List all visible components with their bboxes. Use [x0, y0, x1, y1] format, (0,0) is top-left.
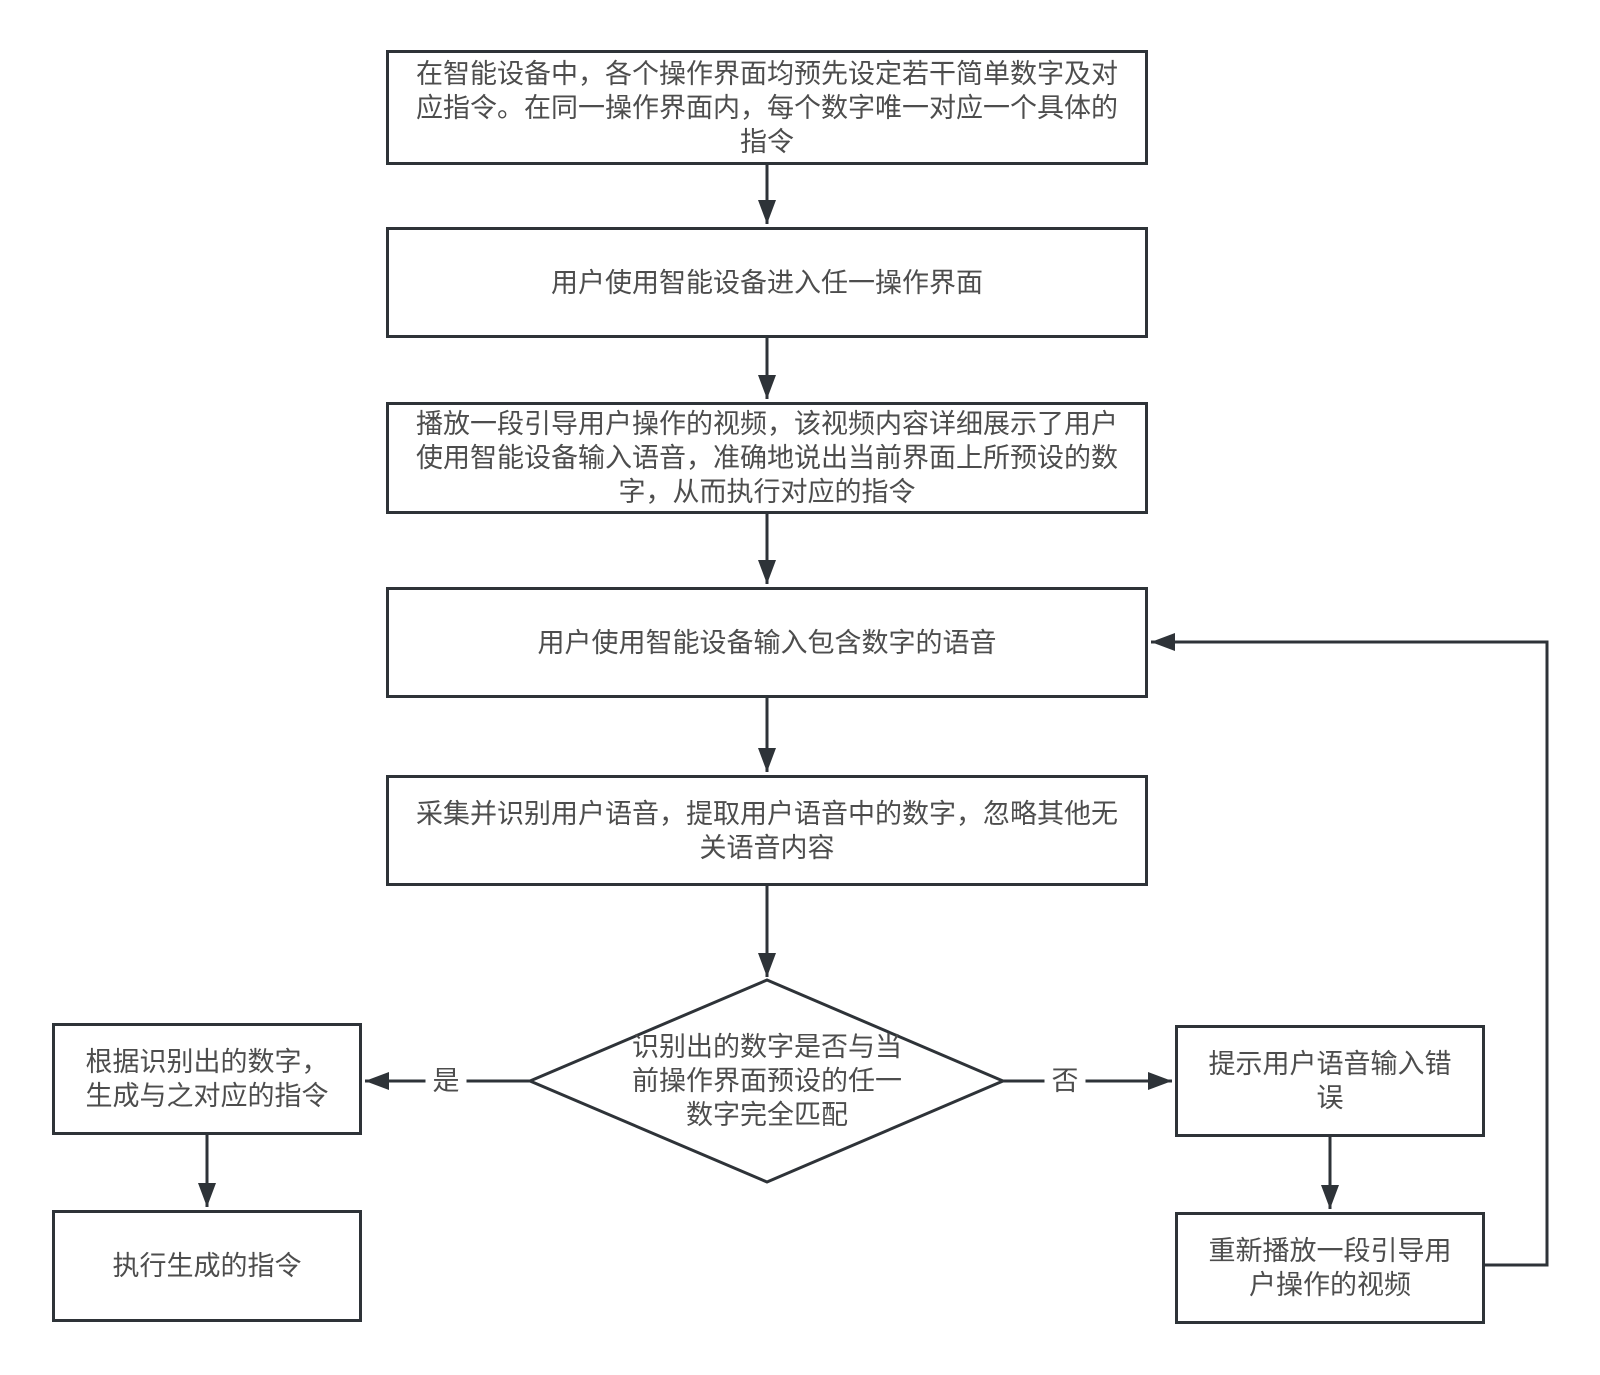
process-preset-numbers-label: 在智能设备中，各个操作界面均预先设定若干简单数字及对应指令。在同一操作界面内，每…: [416, 58, 1118, 157]
process-replay-guide-video: 重新播放一段引导用户操作的视频: [1175, 1212, 1485, 1324]
decision-diamond-shape: [526, 978, 1007, 1184]
decision-match-label: 识别出的数字是否与当前操作界面预设的任一数字完全匹配: [632, 1032, 902, 1130]
process-recognize-voice: 采集并识别用户语音，提取用户语音中的数字，忽略其他无关语音内容: [386, 775, 1148, 886]
process-replay-guide-video-label: 重新播放一段引导用户操作的视频: [1208, 1236, 1452, 1300]
process-enter-interface: 用户使用智能设备进入任一操作界面: [386, 227, 1148, 338]
process-execute-command-label: 执行生成的指令: [112, 1251, 302, 1281]
process-play-guide-video-label: 播放一段引导用户操作的视频，该视频内容详细展示了用户使用智能设备输入语音，准确地…: [416, 409, 1118, 507]
edge-label-yes: 是: [425, 1066, 467, 1096]
process-play-guide-video: 播放一段引导用户操作的视频，该视频内容详细展示了用户使用智能设备输入语音，准确地…: [386, 402, 1148, 514]
process-generate-command-label: 根据识别出的数字，生成与之对应的指令: [85, 1047, 329, 1111]
process-voice-input: 用户使用智能设备输入包含数字的语音: [386, 587, 1148, 698]
process-error-prompt-label: 提示用户语音输入错误: [1208, 1049, 1452, 1113]
process-enter-interface-label: 用户使用智能设备进入任一操作界面: [551, 267, 983, 298]
process-preset-numbers: 在智能设备中，各个操作界面均预先设定若干简单数字及对应指令。在同一操作界面内，每…: [386, 50, 1148, 165]
process-error-prompt: 提示用户语音输入错误: [1175, 1025, 1485, 1137]
edge-label-no: 否: [1044, 1066, 1086, 1096]
process-generate-command: 根据识别出的数字，生成与之对应的指令: [52, 1023, 362, 1135]
connector-replay-loop-to-voice: [1151, 633, 1549, 1267]
process-voice-input-label: 用户使用智能设备输入包含数字的语音: [537, 627, 997, 658]
process-recognize-voice-label: 采集并识别用户语音，提取用户语音中的数字，忽略其他无关语音内容: [416, 798, 1118, 863]
process-execute-command: 执行生成的指令: [52, 1210, 362, 1322]
